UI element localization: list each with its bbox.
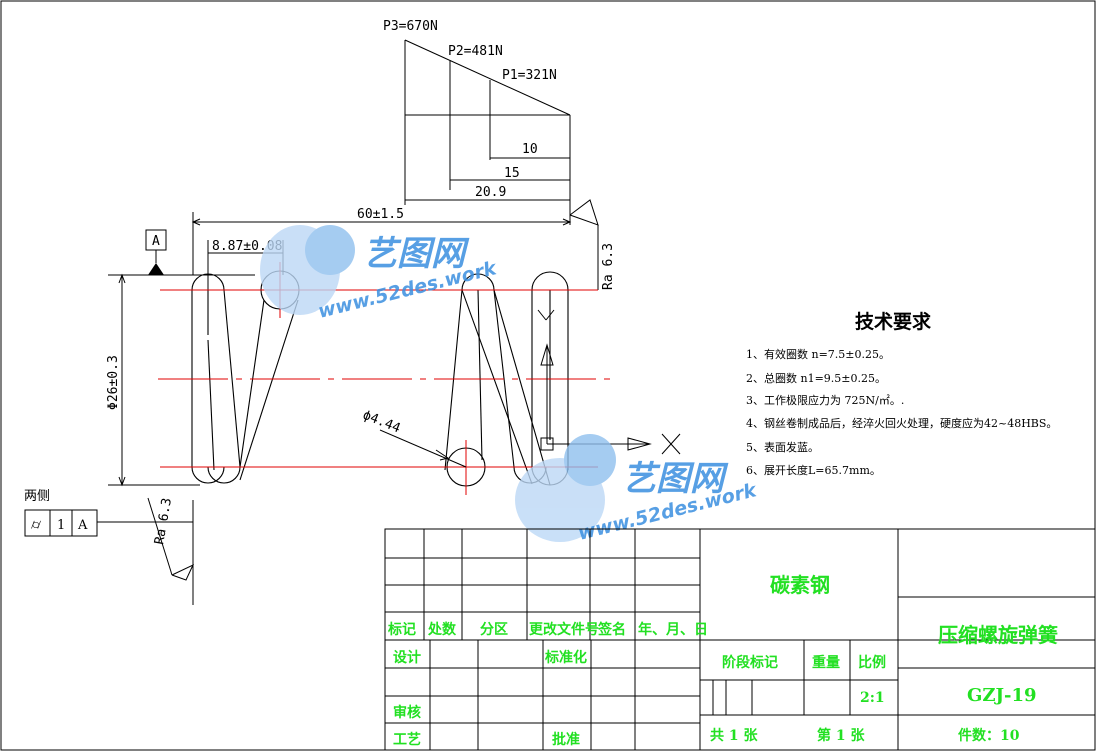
- tb-header-date: 年、月、日: [638, 621, 708, 638]
- watermark-bottom-text: 艺图网: [622, 459, 729, 499]
- tb-sheets: 共 1 张: [710, 727, 758, 744]
- tech-item-3: 3、工作极限应力为 725N/㎡。.: [746, 393, 904, 407]
- title-block-grid: [384, 528, 1096, 751]
- watermark-bottom: [515, 434, 616, 542]
- roughness-bottom-label: Ra 6.3: [152, 497, 175, 546]
- tb-process: 工艺: [393, 731, 421, 748]
- dim-20-9-label: 20.9: [475, 185, 506, 200]
- roughness-symbol-bottom: [147, 497, 195, 605]
- diameter-label: Φ26±0.3: [106, 355, 121, 410]
- tech-item-2: 2、总圈数 n1=9.5±0.25。: [746, 371, 886, 385]
- ucs-icon: [537, 309, 681, 455]
- datum-triangle: [148, 263, 164, 275]
- tech-title: 技术要求: [855, 310, 932, 333]
- dim-15-label: 15: [504, 166, 520, 181]
- dim-10-label: 10: [522, 142, 538, 157]
- free-length-dimension: [191, 212, 572, 275]
- tech-item-4: 4、钢丝卷制成品后，经淬火回火处理，硬度应为42~48HBS。: [746, 416, 1057, 430]
- roughness-top-label: Ra 6.3: [601, 243, 616, 290]
- tolerance-frame: [24, 509, 193, 537]
- tb-scale-value: 2:1: [860, 690, 885, 706]
- tb-header-signature: 签名: [597, 621, 626, 638]
- tech-item-6: 6、展开长度L=65.7mm。: [746, 463, 881, 477]
- tech-item-1: 1、有效圈数 n=7.5±0.25。: [746, 347, 890, 361]
- tb-part-name: 压缩螺旋弹簧: [938, 623, 1058, 647]
- tech-item-5: 5、表面发蓝。: [746, 440, 819, 454]
- wire-diameter-leader: [379, 429, 467, 468]
- tb-quantity: 件数：10: [958, 727, 1020, 744]
- load-p2-label: P2=481N: [448, 44, 503, 59]
- tb-header-change-doc: 更改文件号: [529, 621, 599, 638]
- watermark-top-text: 艺图网: [363, 234, 470, 274]
- tolerance-value: 1: [57, 518, 65, 533]
- load-diagram: [404, 39, 571, 225]
- tb-scale-label: 比例: [858, 654, 886, 671]
- watermark-top: [260, 225, 355, 315]
- load-p3-label: P3=670N: [383, 19, 438, 34]
- tb-review: 审核: [393, 704, 421, 721]
- tb-header-count: 处数: [427, 621, 457, 638]
- tb-stage-mark: 阶段标记: [722, 654, 778, 671]
- tb-design: 设计: [393, 649, 421, 666]
- tb-header-mark: 标记: [387, 621, 416, 638]
- free-length-label: 60±1.5: [357, 207, 404, 222]
- tb-sheet-no: 第 1 张: [817, 727, 865, 744]
- tb-material: 碳素钢: [770, 573, 830, 597]
- tb-approve: 批准: [552, 731, 580, 748]
- datum-a-label: A: [152, 234, 160, 249]
- roughness-symbol-top: [569, 199, 599, 290]
- tb-header-zone: 分区: [480, 622, 508, 638]
- wire-diameter-label: ϕ4.44: [361, 408, 403, 437]
- tb-weight: 重量: [812, 654, 840, 671]
- diameter-dimension: [108, 273, 255, 487]
- tb-standardize: 标准化: [544, 649, 587, 666]
- tolerance-symbol: ⌭: [31, 517, 41, 533]
- sides-label: 两侧: [24, 489, 50, 504]
- tb-drawing-no: GZJ-19: [967, 685, 1037, 706]
- load-p1-label: P1=321N: [502, 68, 557, 83]
- tolerance-datum: A: [77, 518, 88, 533]
